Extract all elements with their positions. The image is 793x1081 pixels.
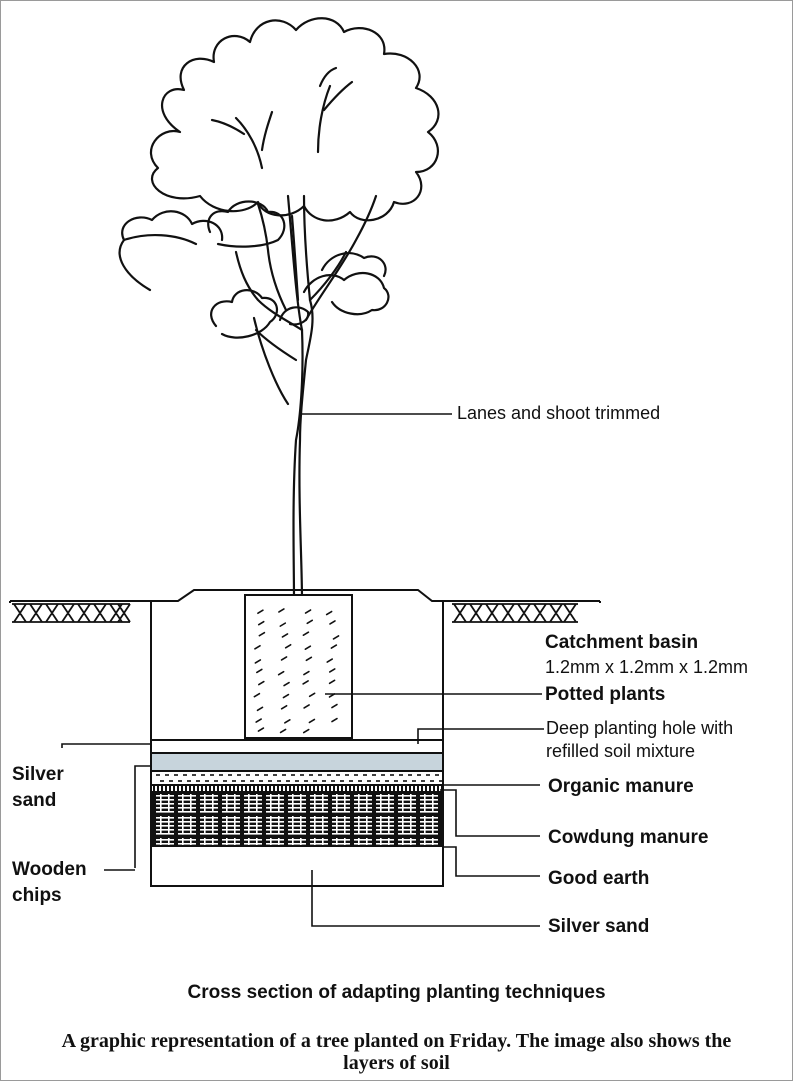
good-earth-grid bbox=[150, 791, 444, 847]
label-catchment-basin: Catchment basin bbox=[545, 632, 699, 653]
cowdung-dots bbox=[153, 785, 443, 791]
label-wooden-chips-line1: Wooden bbox=[12, 859, 87, 880]
leader-lines bbox=[61, 413, 544, 927]
soil-layers bbox=[150, 739, 444, 786]
pot-soil-marks bbox=[253, 608, 340, 734]
label-silver-sand-bottom: Silver sand bbox=[548, 916, 650, 937]
tree bbox=[118, 17, 440, 706]
label-shoot-trimmed: Lanes and shoot trimmed bbox=[457, 403, 661, 423]
earth-hatch-right bbox=[452, 603, 578, 623]
diagram-title: Cross section of adapting planting techn… bbox=[187, 982, 606, 1003]
diagram-caption: A graphic representation of a tree plant… bbox=[61, 1030, 732, 1074]
label-silver-sand-left-line1: Silver bbox=[12, 764, 64, 785]
label-cowdung-manure: Cowdung manure bbox=[548, 827, 709, 848]
earth-hatch-left bbox=[12, 603, 131, 623]
organic-dashes bbox=[156, 774, 443, 782]
tree-crown bbox=[150, 17, 440, 222]
label-planting-hole-line1: Deep planting hole with bbox=[546, 718, 734, 738]
label-organic-manure: Organic manure bbox=[548, 776, 694, 797]
tree-foliage-left bbox=[118, 210, 224, 292]
label-catchment-dimensions: 1.2mm x 1.2mm x 1.2mm bbox=[545, 657, 749, 677]
label-wooden-chips-line2: chips bbox=[12, 885, 62, 906]
pot-container bbox=[244, 594, 353, 739]
label-potted-plants: Potted plants bbox=[545, 684, 666, 705]
label-planting-hole-line2: refilled soil mixture bbox=[546, 741, 696, 761]
label-silver-sand-left-line2: sand bbox=[12, 790, 57, 811]
label-good-earth: Good earth bbox=[548, 868, 650, 889]
